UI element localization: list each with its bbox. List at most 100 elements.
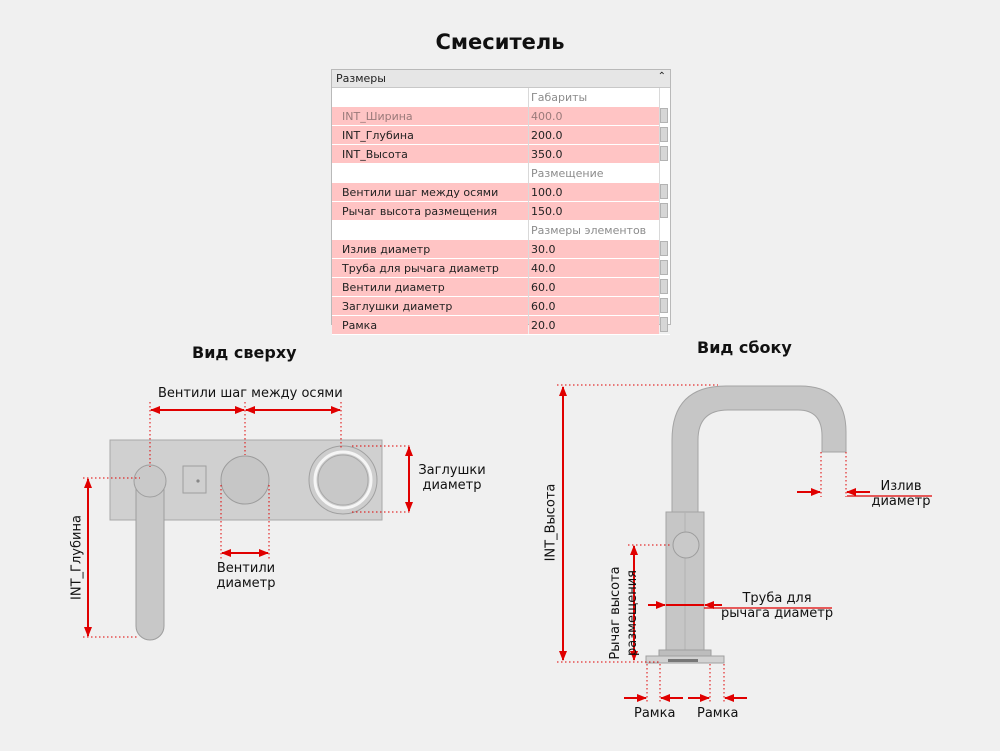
lever-base xyxy=(133,464,167,498)
lever-height-label: Рычаг высота размещения xyxy=(607,563,641,663)
side-view-drawing xyxy=(557,384,932,703)
property-edit-button[interactable] xyxy=(660,203,668,218)
property-row[interactable]: Вентили шаг между осями 100.0 xyxy=(332,183,670,202)
property-value: 400.0 xyxy=(531,110,563,123)
frame-left-label: Рамка xyxy=(634,706,676,721)
column-divider xyxy=(659,88,660,324)
properties-header[interactable]: Размеры ⌃ xyxy=(332,70,670,88)
property-value: 20.0 xyxy=(531,319,556,332)
property-edit-button[interactable] xyxy=(660,260,668,275)
property-edit-button[interactable] xyxy=(660,146,668,161)
property-value-cell: Размеры элементов xyxy=(529,221,659,239)
property-row[interactable]: INT_Ширина 400.0 xyxy=(332,107,670,126)
property-value-cell[interactable]: 60.0 xyxy=(529,297,659,315)
cap-inner xyxy=(317,454,369,506)
property-value-cell[interactable]: 100.0 xyxy=(529,183,659,201)
group-label: Габариты xyxy=(531,91,588,104)
property-name-cell: INT_Ширина xyxy=(332,107,528,125)
spout-diameter-label-line2: диаметр xyxy=(871,494,931,509)
top-view-drawing xyxy=(83,402,413,641)
property-edit-button[interactable] xyxy=(660,298,668,313)
lever-height-label-line1: Рычаг высота xyxy=(608,566,623,660)
property-value: 60.0 xyxy=(531,281,556,294)
property-name: INT_Глубина xyxy=(342,129,414,142)
property-edit-button[interactable] xyxy=(660,241,668,256)
double-chevron-up-icon[interactable]: ⌃ xyxy=(657,71,666,82)
property-name: Труба для рычага диаметр xyxy=(342,262,499,275)
property-value: 150.0 xyxy=(531,205,563,218)
valve-diameter-label-line2: диаметр xyxy=(216,576,276,591)
property-row[interactable]: Вентили диаметр 60.0 xyxy=(332,278,670,297)
property-row[interactable]: Заглушки диаметр 60.0 xyxy=(332,297,670,316)
spout-diameter-label-line1: Излив xyxy=(880,479,922,494)
property-name-cell: Излив диаметр xyxy=(332,240,528,258)
pipe-diameter-label: Труба для рычага диаметр xyxy=(721,591,833,621)
caps-diameter-label: Заглушки диаметр xyxy=(417,463,487,493)
property-row[interactable]: Излив диаметр 30.0 xyxy=(332,240,670,259)
base-shadow xyxy=(668,659,698,662)
property-row[interactable]: Рычаг высота размещения 150.0 xyxy=(332,202,670,221)
property-value: 30.0 xyxy=(531,243,556,256)
properties-header-label: Размеры xyxy=(336,72,386,85)
property-value: 350.0 xyxy=(531,148,563,161)
pipe-diameter-label-line2: рычага диаметр xyxy=(721,606,834,621)
property-edit-button[interactable] xyxy=(660,317,668,332)
cap-ring xyxy=(313,450,373,510)
spout xyxy=(671,385,847,513)
property-edit-button[interactable] xyxy=(660,127,668,142)
property-edit-button[interactable] xyxy=(660,184,668,199)
column-divider xyxy=(528,88,529,324)
caps-diameter-label-line2: диаметр xyxy=(422,478,482,493)
property-name-cell: Заглушки диаметр xyxy=(332,297,528,315)
property-value-cell[interactable]: 200.0 xyxy=(529,126,659,144)
property-name-cell: Труба для рычага диаметр xyxy=(332,259,528,277)
property-edit-button[interactable] xyxy=(660,279,668,294)
property-value: 200.0 xyxy=(531,129,563,142)
property-name: INT_Высота xyxy=(342,148,408,161)
spout-diameter-label: Излив диаметр xyxy=(866,479,936,509)
property-edit-button[interactable] xyxy=(660,108,668,123)
property-name: Заглушки диаметр xyxy=(342,300,453,313)
lever xyxy=(135,473,165,641)
property-row[interactable]: Труба для рычага диаметр 40.0 xyxy=(332,259,670,278)
group-label: Размещение xyxy=(531,167,604,180)
property-row[interactable]: INT_Глубина 200.0 xyxy=(332,126,670,145)
property-value-cell[interactable]: 40.0 xyxy=(529,259,659,277)
frame-right-label: Рамка xyxy=(697,706,739,721)
small-button xyxy=(182,465,207,494)
property-value-cell: Размещение xyxy=(529,164,659,182)
property-value-cell[interactable]: 60.0 xyxy=(529,278,659,296)
property-name-cell: Рычаг высота размещения xyxy=(332,202,528,220)
property-value: 40.0 xyxy=(531,262,556,275)
valve-diameter-label: Вентили диаметр xyxy=(211,561,281,591)
property-name: Рычаг высота размещения xyxy=(342,205,498,218)
page-title: Смеситель xyxy=(435,30,565,54)
side-view-title: Вид сбоку xyxy=(697,338,792,357)
property-value-cell[interactable]: 150.0 xyxy=(529,202,659,220)
property-name-cell: Вентили диаметр xyxy=(332,278,528,296)
property-name-cell: INT_Высота xyxy=(332,145,528,163)
property-name: Вентили шаг между осями xyxy=(342,186,499,199)
property-name-cell: Рамка xyxy=(332,316,528,334)
valve xyxy=(220,455,270,505)
property-row[interactable]: INT_Высота 350.0 xyxy=(332,145,670,164)
property-name: INT_Ширина xyxy=(342,110,413,123)
lever-height-label-line2: размещения xyxy=(625,570,640,656)
property-value-cell[interactable]: 350.0 xyxy=(529,145,659,163)
valve-spacing-label: Вентили шаг между осями xyxy=(158,386,343,401)
property-name: Излив диаметр xyxy=(342,243,431,256)
property-name-cell: INT_Глубина xyxy=(332,126,528,144)
property-value-cell[interactable]: 400.0 xyxy=(529,107,659,125)
lever-knob xyxy=(672,531,700,559)
pipe-diameter-label-line1: Труба для xyxy=(742,591,812,606)
height-label: INT_Высота xyxy=(543,483,559,562)
property-name: Вентили диаметр xyxy=(342,281,445,294)
property-value-cell[interactable]: 30.0 xyxy=(529,240,659,258)
top-view-title: Вид сверху xyxy=(192,343,297,362)
property-value-cell: Габариты xyxy=(529,88,659,106)
property-value: 100.0 xyxy=(531,186,563,199)
property-value-cell[interactable]: 20.0 xyxy=(529,316,659,334)
